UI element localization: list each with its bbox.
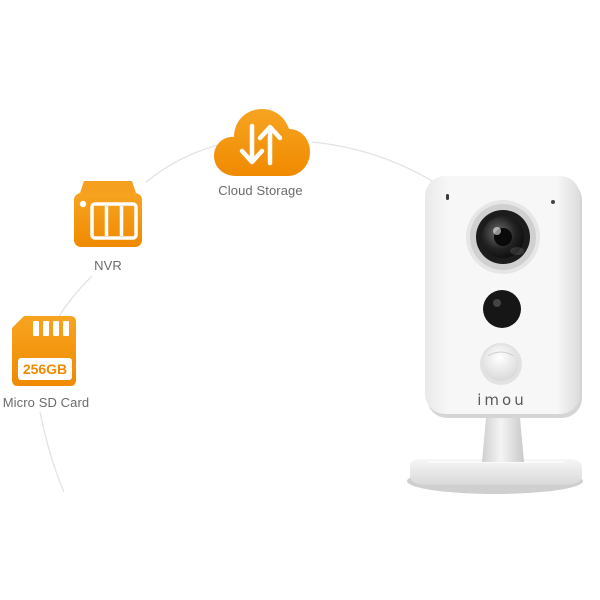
micro-sd-card-label: Micro SD Card: [2, 395, 90, 410]
sd-card-icon: 256GB: [12, 316, 76, 386]
sd-capacity-text: 256GB: [23, 361, 67, 377]
security-camera-icon: imou: [407, 176, 583, 494]
nvr-recorder-icon: [74, 181, 142, 247]
cloud-upload-download-icon: [214, 109, 310, 176]
camera-brand-logo: imou: [477, 391, 526, 409]
cloud-storage-label: Cloud Storage: [218, 183, 303, 198]
nvr-label: NVR: [94, 258, 122, 273]
